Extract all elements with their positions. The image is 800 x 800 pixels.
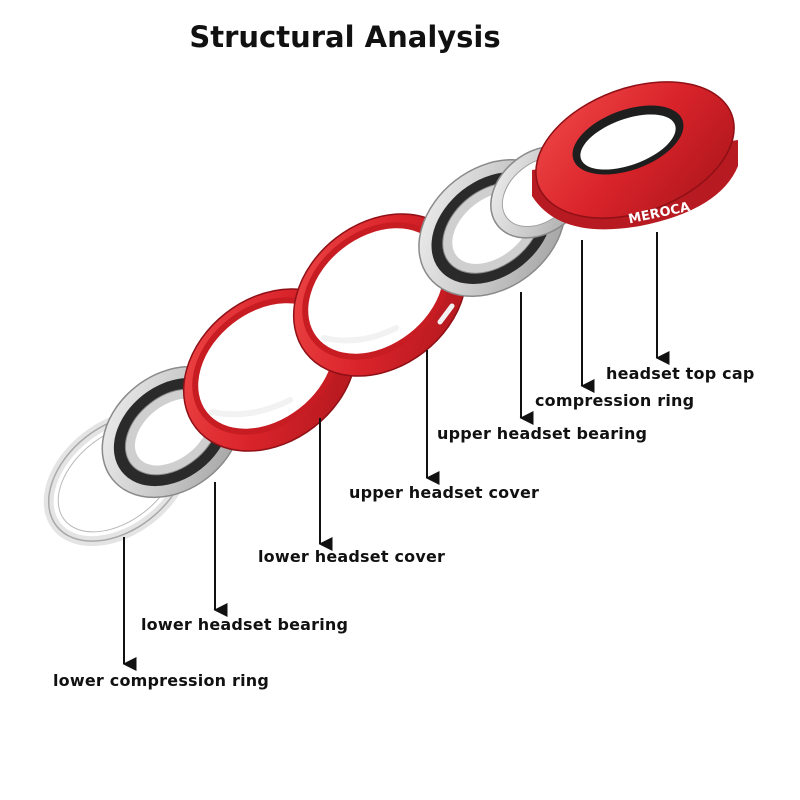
label-compression-ring: compression ring (535, 391, 695, 410)
page-title: Structural Analysis (189, 20, 501, 54)
label-upper-headset-bearing: upper headset bearing (437, 424, 648, 443)
label-lower-headset-bearing: lower headset bearing (141, 615, 349, 634)
headset-top-cap-part (532, 81, 738, 230)
label-upper-headset-cover: upper headset cover (349, 483, 540, 502)
label-headset-top-cap: headset top cap (606, 364, 755, 383)
leader-arrows (122, 232, 670, 671)
label-lower-compression-ring: lower compression ring (53, 671, 270, 690)
label-lower-headset-cover: lower headset cover (258, 547, 446, 566)
